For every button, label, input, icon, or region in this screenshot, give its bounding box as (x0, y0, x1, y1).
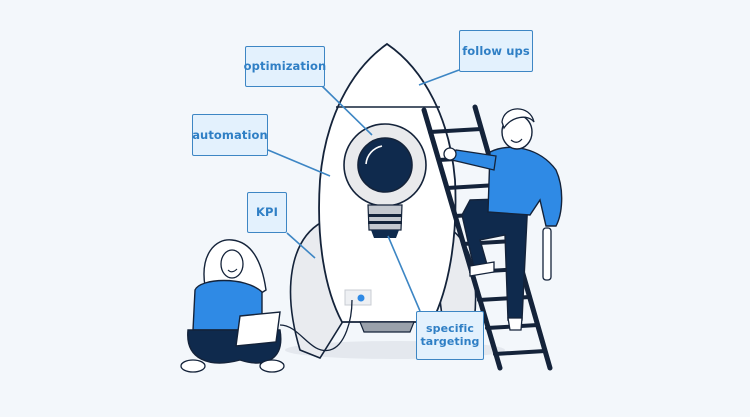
kpi-label-text: KPI (256, 205, 278, 220)
automation-label: automation (192, 114, 268, 156)
automation-label-text: automation (192, 127, 268, 142)
lightbulb-window (343, 123, 427, 238)
optimization-label-text: optimization (243, 59, 327, 74)
follow-ups-label-text: follow ups (462, 43, 530, 58)
man-on-ladder (443, 108, 563, 331)
woman-sitting (180, 239, 353, 373)
callout-lines (267, 69, 460, 312)
kpi-label: KPI (247, 192, 287, 233)
follow-ups-label: follow ups (459, 30, 533, 72)
specific-targeting-line2: targeting (420, 334, 480, 348)
specific-targeting-line1: specific (425, 322, 475, 336)
rocket-badge (344, 289, 372, 306)
rocket-left-fin (289, 220, 346, 359)
specific-targeting-label: specific targeting (416, 311, 484, 360)
optimization-label: optimization (243, 46, 327, 87)
